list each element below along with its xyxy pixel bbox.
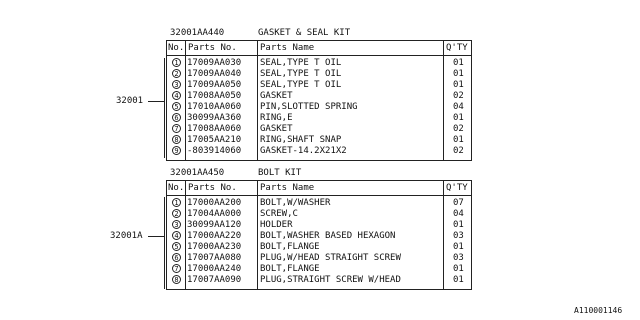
table-row-qty: 03 — [453, 253, 464, 263]
parts-table-bolt-kit: No. Parts No. Parts Name Q'TY 1 17000AA2… — [166, 180, 472, 290]
header-parts-no: Parts No. — [188, 183, 237, 193]
table-row-qty: 02 — [453, 124, 464, 134]
diagram-id: A110001146 — [574, 306, 623, 315]
row-number-circle: 9 — [172, 146, 181, 155]
table-row-qty: 01 — [453, 242, 464, 252]
table-row-qty: 04 — [453, 102, 464, 112]
row-number-circle: 1 — [172, 198, 181, 207]
table-row-parts-name: RING,E — [260, 113, 293, 123]
callout-2: 32001A — [110, 231, 143, 241]
row-number-circle: 5 — [172, 242, 181, 251]
header-no: No. — [168, 183, 185, 193]
row-number-circle: 8 — [172, 135, 181, 144]
table-row-qty: 01 — [453, 264, 464, 274]
kit-name-1: GASKET & SEAL KIT — [258, 28, 351, 38]
table-row-qty: 01 — [453, 58, 464, 68]
table-row-qty: 01 — [453, 113, 464, 123]
header-qty: Q'TY — [446, 183, 468, 193]
row-number-circle: 6 — [172, 253, 181, 262]
row-number-circle: 4 — [172, 91, 181, 100]
kit-number-1: 32001AA440 — [170, 28, 225, 38]
table-row-parts-no: 30099AA120 — [187, 220, 242, 230]
header-parts-name: Parts Name — [260, 43, 315, 53]
table-row-qty: 01 — [453, 80, 464, 90]
row-number-circle: 3 — [172, 220, 181, 229]
table-row-parts-no: -803914060 — [187, 146, 242, 156]
table-row-parts-name: PLUG,W/HEAD STRAIGHT SCREW — [260, 253, 401, 263]
table-row-parts-name: RING,SHAFT SNAP — [260, 135, 342, 145]
header-no: No. — [168, 43, 185, 53]
table-row-parts-no: 17009AA040 — [187, 69, 242, 79]
table-row-parts-name: BOLT,FLANGE — [260, 242, 320, 252]
table-row-qty: 01 — [453, 69, 464, 79]
table-row-qty: 07 — [453, 198, 464, 208]
leader-line-1 — [148, 101, 164, 102]
table-row-parts-name: SEAL,TYPE T OIL — [260, 69, 342, 79]
table-row-parts-no: 17008AA060 — [187, 124, 242, 134]
row-number-circle: 3 — [172, 80, 181, 89]
row-number-circle: 5 — [172, 102, 181, 111]
row-number-circle: 4 — [172, 231, 181, 240]
table-row-qty: 01 — [453, 275, 464, 285]
table-row-parts-no: 17009AA030 — [187, 58, 242, 68]
row-number-circle: 1 — [172, 58, 181, 67]
table-row-qty: 02 — [453, 146, 464, 156]
table-row-parts-name: BOLT,W/WASHER — [260, 198, 331, 208]
table-row-parts-name: BOLT,FLANGE — [260, 264, 320, 274]
table-row-qty: 04 — [453, 209, 464, 219]
table-row-parts-name: BOLT,WASHER BASED HEXAGON — [260, 231, 396, 241]
table-row-parts-no: 17009AA050 — [187, 80, 242, 90]
table-row-parts-name: HOLDER — [260, 220, 293, 230]
row-number-circle: 7 — [172, 264, 181, 273]
table-row-qty: 02 — [453, 91, 464, 101]
kit-name-2: BOLT KIT — [258, 168, 302, 178]
table-row-parts-name: GASKET-14.2X21X2 — [260, 146, 347, 156]
table-row-parts-no: 17000AA230 — [187, 242, 242, 252]
table-row-qty: 01 — [453, 220, 464, 230]
table-row-qty: 03 — [453, 231, 464, 241]
brace-1 — [164, 58, 165, 158]
table-row-parts-no: 17005AA210 — [187, 135, 242, 145]
table-row-parts-name: GASKET — [260, 91, 293, 101]
table-row-parts-name: SEAL,TYPE T OIL — [260, 80, 342, 90]
table-row-parts-no: 17004AA000 — [187, 209, 242, 219]
table-row-parts-no: 17000AA240 — [187, 264, 242, 274]
kit-number-2: 32001AA450 — [170, 168, 225, 178]
table-row-parts-name: PLUG,STRAIGHT SCREW W/HEAD — [260, 275, 401, 285]
table-row-parts-no: 17010AA060 — [187, 102, 242, 112]
header-qty: Q'TY — [446, 43, 468, 53]
brace-2 — [164, 197, 165, 289]
row-number-circle: 7 — [172, 124, 181, 133]
table-row-parts-no: 17007AA080 — [187, 253, 242, 263]
row-number-circle: 6 — [172, 113, 181, 122]
table-row-parts-name: GASKET — [260, 124, 293, 134]
table-row-qty: 01 — [453, 135, 464, 145]
table-row-parts-no: 17000AA200 — [187, 198, 242, 208]
parts-table-gasket-seal-kit: No. Parts No. Parts Name Q'TY 1 17009AA0… — [166, 40, 472, 161]
table-row-parts-name: PIN,SLOTTED SPRING — [260, 102, 358, 112]
table-row-parts-no: 17007AA090 — [187, 275, 242, 285]
row-number-circle: 8 — [172, 275, 181, 284]
callout-1: 32001 — [116, 96, 144, 106]
leader-line-2 — [148, 236, 164, 237]
table-row-parts-no: 17008AA050 — [187, 91, 242, 101]
table-row-parts-name: SEAL,TYPE T OIL — [260, 58, 342, 68]
header-parts-name: Parts Name — [260, 183, 315, 193]
table-row-parts-name: SCREW,C — [260, 209, 298, 219]
header-parts-no: Parts No. — [188, 43, 237, 53]
row-number-circle: 2 — [172, 69, 181, 78]
row-number-circle: 2 — [172, 209, 181, 218]
table-row-parts-no: 30099AA360 — [187, 113, 242, 123]
table-row-parts-no: 17000AA220 — [187, 231, 242, 241]
